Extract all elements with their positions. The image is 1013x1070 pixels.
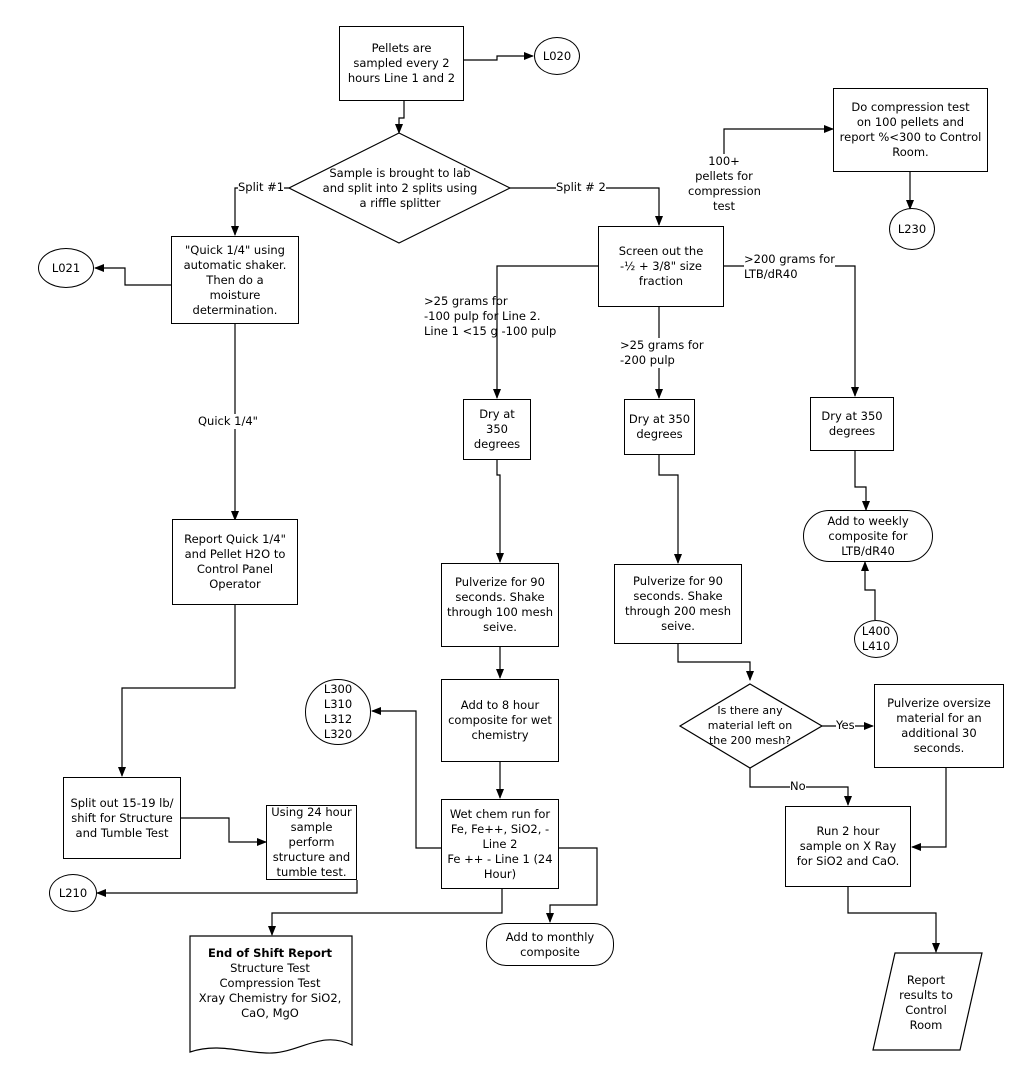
connector-pellets-to-sample: [395, 101, 405, 134]
wet-chem-box: Wet chem run for Fe, Fe++, SiO2, - Line …: [441, 799, 559, 889]
connector-screen-to-dry-c: [724, 265, 859, 397]
label-split-1: Split #1: [238, 180, 285, 195]
label-100-pellets: 100+ pellets for compression test: [688, 154, 761, 214]
dry-350-c-box: Dry at 350 degrees: [810, 397, 894, 451]
l020-connector: L020: [534, 37, 580, 75]
end-of-shift-body: Structure Test Compression Test Xray Che…: [198, 961, 342, 1020]
connector-pulverize-200-to-decision: [677, 644, 754, 681]
pulverize-100-box: Pulverize for 90 seconds. Shake through …: [441, 563, 559, 647]
connector-split1: [231, 187, 289, 236]
end-of-shift-document: [189, 935, 353, 1054]
weekly-composite-terminal: Add to weekly composite for LTB/dR40: [803, 510, 933, 562]
connector-wetchem-to-l300: [371, 707, 441, 849]
pulverize-oversize-box: Pulverize oversize material for an addit…: [874, 684, 1004, 768]
connector-run-to-report: [847, 887, 940, 953]
connector-24hr-to-l210: [96, 880, 358, 897]
using-24hr-box: Using 24 hour sample perform structure a…: [266, 805, 357, 880]
connector-screen-to-dry-a: [493, 265, 598, 399]
label-no: No: [790, 779, 806, 794]
l400-l410-connector: L400 L410: [854, 620, 898, 658]
label-25-grams-200: >25 grams for -200 pulp: [620, 338, 704, 368]
label-25-grams-100: >25 grams for -100 pulp for Line 2. Line…: [424, 294, 557, 338]
label-200-grams-ltb: >200 grams for LTB/dR40: [744, 252, 835, 282]
monthly-composite-terminal: Add to monthly composite: [486, 923, 614, 966]
sample-split-diamond: [287, 132, 512, 244]
l230-connector: L230: [889, 208, 935, 250]
dry-350-b-box: Dry at 350 degrees: [624, 399, 695, 455]
label-split-2: Split # 2: [556, 180, 606, 195]
connector-wetchem-to-monthly: [546, 847, 598, 923]
connector-dry-b-to-pulverize-200: [658, 455, 682, 564]
report-results-parallelogram: [872, 952, 983, 1051]
end-of-shift-title: End of Shift Report: [207, 946, 333, 960]
dry-350-a-box: Dry at 350 degrees: [463, 399, 531, 460]
report-quick-box: Report Quick 1/4" and Pellet H2O to Cont…: [172, 519, 298, 605]
connector-pellets-to-l020: [464, 52, 534, 61]
screen-out-box: Screen out the -½ + 3/8" size fraction: [598, 226, 724, 307]
report-results-text: Report results to Control Room: [899, 973, 953, 1032]
connector-report-to-splitout: [118, 605, 236, 777]
material-left-text: Is there any material left on the 200 me…: [707, 703, 793, 747]
connector-wetchem-to-endshift: [268, 889, 503, 936]
connector-dry-a-to-pulverize-100: [496, 460, 504, 563]
connector-splitout-to-24hr: [181, 817, 267, 846]
compression-test-box: Do compression test on 100 pellets and r…: [833, 88, 988, 172]
label-yes: Yes: [836, 718, 855, 733]
connector-to-compression: [723, 125, 834, 155]
pellets-sampled-box: Pellets are sampled every 2 hours Line 1…: [339, 26, 464, 101]
label-quick-quarter: Quick 1/4": [198, 414, 258, 429]
l210-connector: L210: [49, 874, 97, 912]
connector-l400-to-weekly: [861, 561, 876, 620]
pulverize-200-box: Pulverize for 90 seconds. Shake through …: [614, 564, 742, 644]
sample-split-text: Sample is brought to lab and split into …: [322, 165, 478, 210]
quick-quarter-box: "Quick 1/4" using automatic shaker. Then…: [171, 236, 299, 324]
composite-8hr-box: Add to 8 hour composite for wet chemistr…: [441, 679, 559, 762]
connector-dry-c-to-weekly: [854, 451, 870, 511]
l300-group-connector: L300 L310 L312 L320: [305, 679, 371, 745]
run-2hr-box: Run 2 hour sample on X Ray for SiO2 and …: [785, 806, 911, 887]
connector-oversize-to-run: [911, 768, 947, 851]
material-left-diamond: [678, 683, 824, 769]
split-out-box: Split out 15-19 lb/ shift for Structure …: [63, 777, 181, 859]
l021-connector: L021: [38, 248, 94, 288]
connector-quick-to-l021: [94, 264, 171, 286]
end-of-shift-report: End of Shift Report Structure Test Compr…: [190, 946, 350, 1021]
